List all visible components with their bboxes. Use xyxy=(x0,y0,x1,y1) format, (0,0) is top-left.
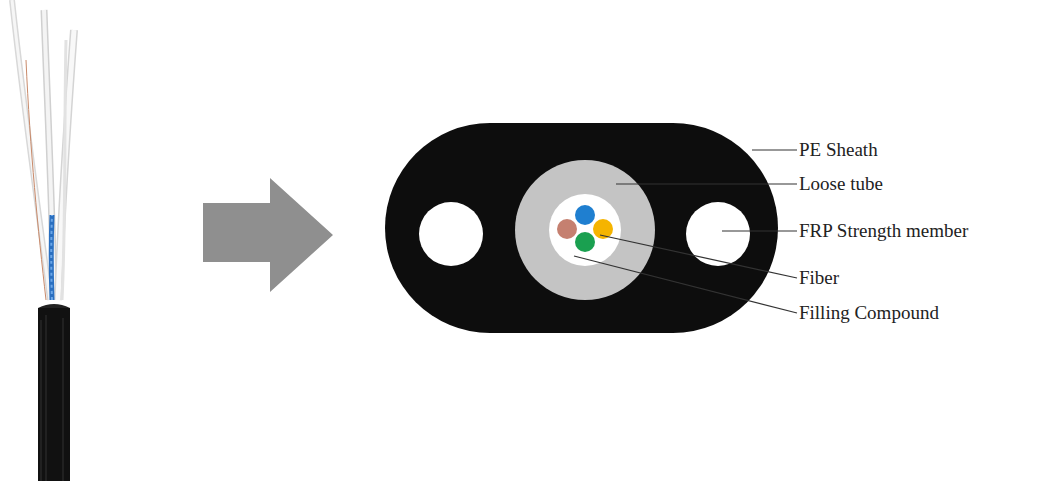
pe-sheath xyxy=(385,123,778,333)
fiber-strand xyxy=(44,10,54,300)
fiber-core xyxy=(575,205,595,225)
part-label: PE Sheath xyxy=(799,139,878,161)
stripped-cable xyxy=(12,0,74,481)
frp-strength-member xyxy=(419,202,483,266)
filling-compound xyxy=(549,194,621,266)
fiber-strand xyxy=(58,30,74,300)
fiber-strand xyxy=(62,40,66,300)
leader-line xyxy=(752,149,797,150)
block-arrow xyxy=(203,178,333,292)
part-label: FRP Strength member xyxy=(799,220,968,242)
leader-line xyxy=(574,256,797,313)
cross-section xyxy=(385,123,778,333)
leader-lines xyxy=(574,150,797,313)
cable-jacket xyxy=(38,308,70,481)
jacket-end xyxy=(38,304,70,308)
fiber-core xyxy=(575,232,595,252)
loose-tube-strip xyxy=(49,215,55,300)
leader-line xyxy=(722,230,797,231)
loose-tube xyxy=(515,160,655,300)
leader-line xyxy=(616,183,797,184)
jacket-texture xyxy=(41,315,63,481)
loose-tube-strip xyxy=(50,215,53,300)
rip-cord xyxy=(26,60,46,300)
part-label: Fiber xyxy=(799,267,839,289)
fiber-core xyxy=(557,219,577,239)
fiber-strand xyxy=(58,30,74,300)
leader-line xyxy=(600,235,797,278)
fiber-strand xyxy=(44,10,54,300)
part-label: Loose tube xyxy=(799,173,883,195)
part-label: Filling Compound xyxy=(799,302,939,324)
